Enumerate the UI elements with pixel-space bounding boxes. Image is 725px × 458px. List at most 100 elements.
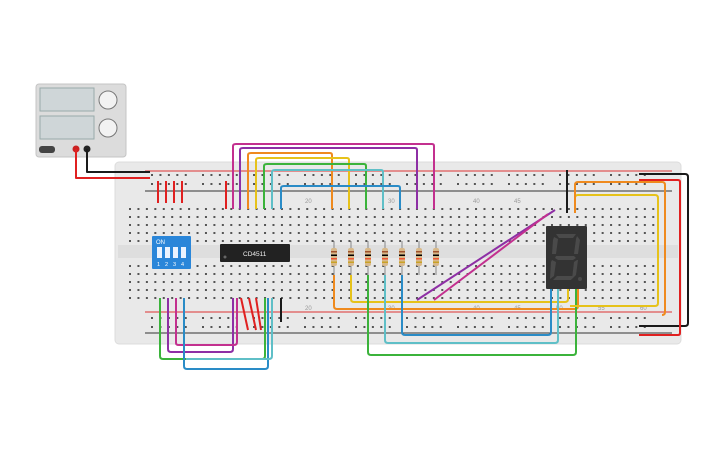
breadboard-hole[interactable]: [382, 224, 385, 226]
breadboard-hole[interactable]: [179, 208, 182, 210]
breadboard-hole[interactable]: [213, 232, 216, 234]
breadboard-hole[interactable]: [331, 224, 334, 226]
wire-green-top[interactable]: [263, 163, 367, 209]
breadboard-hole[interactable]: [365, 216, 368, 218]
breadboard-hole[interactable]: [576, 224, 579, 226]
breadboard-hole[interactable]: [551, 224, 553, 226]
breadboard-hole[interactable]: [618, 281, 621, 283]
breadboard-hole[interactable]: [382, 281, 385, 283]
breadboard-hole[interactable]: [145, 265, 148, 267]
breadboard-hole[interactable]: [179, 289, 182, 291]
breadboard-hole[interactable]: [592, 317, 595, 319]
breadboard-hole[interactable]: [407, 208, 410, 210]
breadboard-hole[interactable]: [388, 317, 391, 319]
breadboard-hole[interactable]: [482, 174, 485, 176]
breadboard-hole[interactable]: [382, 232, 385, 234]
breadboard-hole[interactable]: [137, 208, 140, 210]
breadboard-hole[interactable]: [610, 265, 613, 267]
breadboard-hole[interactable]: [304, 183, 306, 185]
breadboard-hole[interactable]: [280, 289, 283, 291]
breadboard-hole[interactable]: [406, 174, 408, 176]
breadboard-hole[interactable]: [340, 208, 342, 210]
breadboard-hole[interactable]: [635, 289, 638, 291]
breadboard-hole[interactable]: [635, 297, 638, 299]
breadboard-hole[interactable]: [432, 265, 435, 267]
breadboard-hole[interactable]: [137, 224, 140, 226]
breadboard-hole[interactable]: [227, 174, 230, 176]
breadboard-hole[interactable]: [458, 224, 461, 226]
breadboard-hole[interactable]: [635, 265, 638, 267]
breadboard-hole[interactable]: [431, 183, 434, 185]
breadboard-hole[interactable]: [592, 183, 595, 185]
breadboard-hole[interactable]: [449, 265, 452, 267]
breadboard-hole[interactable]: [388, 174, 391, 176]
wire-blue-top[interactable]: [280, 185, 401, 209]
breadboard-hole[interactable]: [517, 289, 520, 291]
breadboard-hole[interactable]: [475, 232, 478, 234]
breadboard-hole[interactable]: [255, 224, 258, 226]
breadboard-hole[interactable]: [204, 224, 207, 226]
wire-yellow-bottom[interactable]: [350, 275, 569, 303]
breadboard-hole[interactable]: [304, 174, 306, 176]
breadboard-hole[interactable]: [304, 317, 306, 319]
breadboard-hole[interactable]: [264, 224, 267, 226]
breadboard-hole[interactable]: [280, 240, 283, 242]
breadboard-hole[interactable]: [508, 297, 511, 299]
breadboard-hole[interactable]: [593, 232, 596, 234]
breadboard-hole[interactable]: [213, 281, 216, 283]
wire-orange-bottom[interactable]: [333, 275, 579, 310]
breadboard-hole[interactable]: [407, 281, 410, 283]
breadboard-hole[interactable]: [525, 216, 528, 218]
breadboard-hole[interactable]: [382, 240, 385, 242]
breadboard-hole[interactable]: [407, 297, 410, 299]
breadboard-hole[interactable]: [643, 265, 646, 267]
breadboard-hole[interactable]: [491, 297, 494, 299]
power-supply[interactable]: [35, 83, 127, 158]
breadboard-hole[interactable]: [449, 224, 452, 226]
wire-teal-bottom[interactable]: [384, 275, 559, 344]
breadboard-hole[interactable]: [422, 326, 425, 328]
breadboard-hole[interactable]: [210, 317, 213, 319]
breadboard-hole[interactable]: [483, 281, 486, 283]
breadboard-hole[interactable]: [286, 317, 289, 319]
breadboard-hole[interactable]: [432, 232, 435, 234]
breadboard-hole[interactable]: [610, 273, 613, 275]
breadboard-hole[interactable]: [584, 183, 587, 185]
breadboard-hole[interactable]: [458, 289, 461, 291]
breadboard-hole[interactable]: [508, 273, 511, 275]
breadboard-hole[interactable]: [184, 183, 187, 185]
breadboard-hole[interactable]: [610, 317, 612, 319]
breadboard-hole[interactable]: [196, 216, 199, 218]
breadboard-hole[interactable]: [337, 317, 340, 319]
breadboard-hole[interactable]: [592, 326, 595, 328]
breadboard-hole[interactable]: [593, 297, 596, 299]
breadboard-hole[interactable]: [618, 174, 621, 176]
breadboard-hole[interactable]: [414, 183, 417, 185]
breadboard-hole[interactable]: [145, 289, 148, 291]
breadboard-hole[interactable]: [306, 297, 309, 299]
breadboard-hole[interactable]: [247, 265, 250, 267]
breadboard-hole[interactable]: [129, 297, 131, 299]
breadboard-hole[interactable]: [365, 224, 368, 226]
breadboard-hole[interactable]: [280, 216, 283, 218]
breadboard-hole[interactable]: [382, 297, 385, 299]
breadboard-hole[interactable]: [340, 289, 342, 291]
breadboard-hole[interactable]: [593, 208, 596, 210]
breadboard-hole[interactable]: [406, 183, 408, 185]
breadboard-hole[interactable]: [458, 273, 461, 275]
breadboard-hole[interactable]: [272, 273, 275, 275]
breadboard-hole[interactable]: [373, 224, 376, 226]
breadboard-hole[interactable]: [145, 297, 148, 299]
breadboard-hole[interactable]: [482, 183, 485, 185]
breadboard-hole[interactable]: [171, 273, 174, 275]
breadboard-hole[interactable]: [643, 183, 646, 185]
breadboard-hole[interactable]: [635, 240, 638, 242]
breadboard-hole[interactable]: [264, 216, 267, 218]
breadboard-hole[interactable]: [517, 281, 520, 283]
breadboard-hole[interactable]: [289, 240, 292, 242]
breadboard-hole[interactable]: [159, 174, 162, 176]
breadboard-hole[interactable]: [238, 273, 241, 275]
breadboard-hole[interactable]: [490, 183, 493, 185]
breadboard-hole[interactable]: [129, 240, 131, 242]
breadboard-hole[interactable]: [261, 317, 264, 319]
